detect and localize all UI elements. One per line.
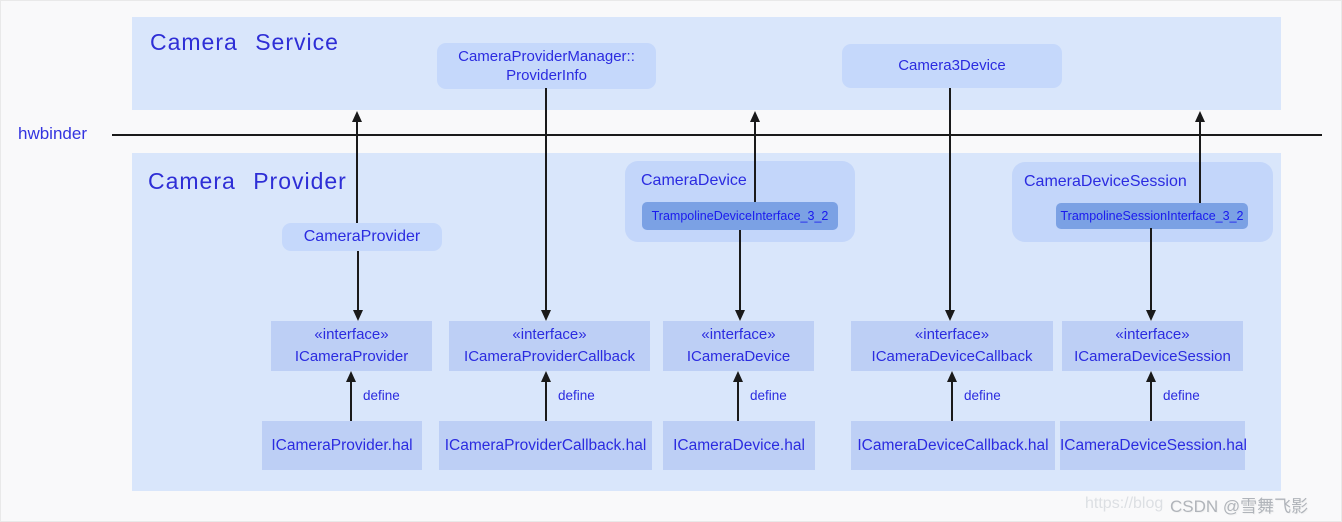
define-label: define [558,388,595,403]
camera-service-panel [132,17,1281,110]
define-label: define [750,388,787,403]
node-camera3device: Camera3Device [842,44,1062,88]
interface-icameradevicecallback: «interface» ICameraDeviceCallback [851,321,1053,371]
hal-icameradevicecallback: ICameraDeviceCallback.hal [851,421,1055,470]
hal-icameradevicesession: ICameraDeviceSession.hal [1060,421,1247,470]
hal-icameradevice: ICameraDevice.hal [663,421,815,470]
node-trampoline-device-interface: TrampolineDeviceInterface_3_2 [642,202,838,230]
define-label: define [363,388,400,403]
hal-icameraprovidercallback: ICameraProviderCallback.hal [439,421,652,470]
interface-icameraprovider: «interface» ICameraProvider [271,321,432,371]
node-camera-device-session: CameraDeviceSession [1012,162,1273,242]
provider-info-line2: ProviderInfo [506,67,587,84]
hwbinder-label: hwbinder [18,124,87,143]
interface-name: ICameraDeviceCallback [871,348,1033,365]
camera-provider-title: Camera Provider [148,168,347,194]
interface-icameradevicesession: «interface» ICameraDeviceSession [1062,321,1243,371]
interface-icameradevice: «interface» ICameraDevice [663,321,814,371]
interface-stereotype: «interface» [1115,326,1190,343]
define-label: define [964,388,1001,403]
interface-name: ICameraDeviceSession [1074,348,1231,365]
node-camera-provider-manager-provider-info: CameraProviderManager:: ProviderInfo [437,43,656,89]
interface-stereotype: «interface» [314,326,389,343]
camera-device-label: CameraDevice [641,172,747,189]
interface-stereotype: «interface» [512,326,587,343]
node-camera-provider: CameraProvider [282,223,442,251]
define-label: define [1163,388,1200,403]
hal-icameraprovider: ICameraProvider.hal [262,421,422,470]
interface-stereotype: «interface» [701,326,776,343]
interface-name: ICameraDevice [686,348,791,365]
hwbinder-line [112,134,1322,136]
camera-device-session-label: CameraDeviceSession [1024,173,1187,190]
camera-service-title: Camera Service [150,29,339,55]
watermark-handle: CSDN @雪舞飞影 [1170,497,1309,516]
interface-icameraprovidercallback: «interface» ICameraProviderCallback [449,321,650,371]
interface-name: ICameraProvider [294,348,409,365]
interface-stereotype: «interface» [914,326,990,343]
node-trampoline-session-interface: TrampolineSessionInterface_3_2 [1056,203,1248,229]
interface-name: ICameraProviderCallback [464,348,635,365]
provider-info-line1: CameraProviderManager:: [458,48,635,65]
watermark-url: https://blog [1085,495,1164,512]
